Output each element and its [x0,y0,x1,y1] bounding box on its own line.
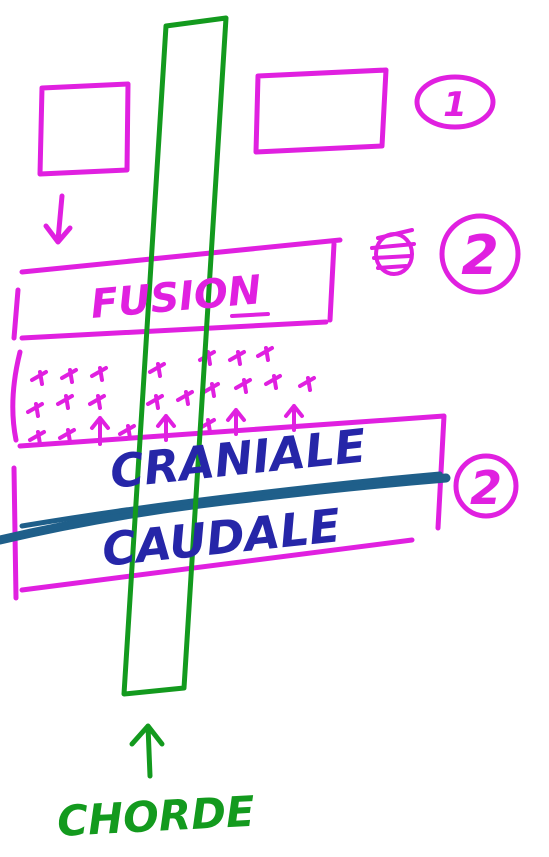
cranio-caudal-divider [0,473,451,545]
fusion-box [11,237,343,341]
chorde-arrow-icon [129,723,165,779]
arrow-down-icon [43,193,73,245]
step-circle-1 [414,74,496,130]
cells-bracket [10,349,23,443]
fusion-underline [230,312,270,318]
notochord [121,15,229,697]
cranio-caudal-divider-edge [19,471,443,529]
step-circle-2-upper [439,213,521,295]
step-circle-2-lower [453,453,519,519]
label-chorde: CHORDE [56,787,256,846]
block-top-left [37,81,131,177]
label-fusion: FUSION [89,267,263,328]
step-2-lower-number: 2 [470,461,502,515]
step-1-number: 1 [443,85,467,125]
cell-marks [26,346,316,446]
scribble-mark [370,228,416,276]
step-2-upper-number: 2 [461,224,499,287]
block-top-right [253,67,389,155]
